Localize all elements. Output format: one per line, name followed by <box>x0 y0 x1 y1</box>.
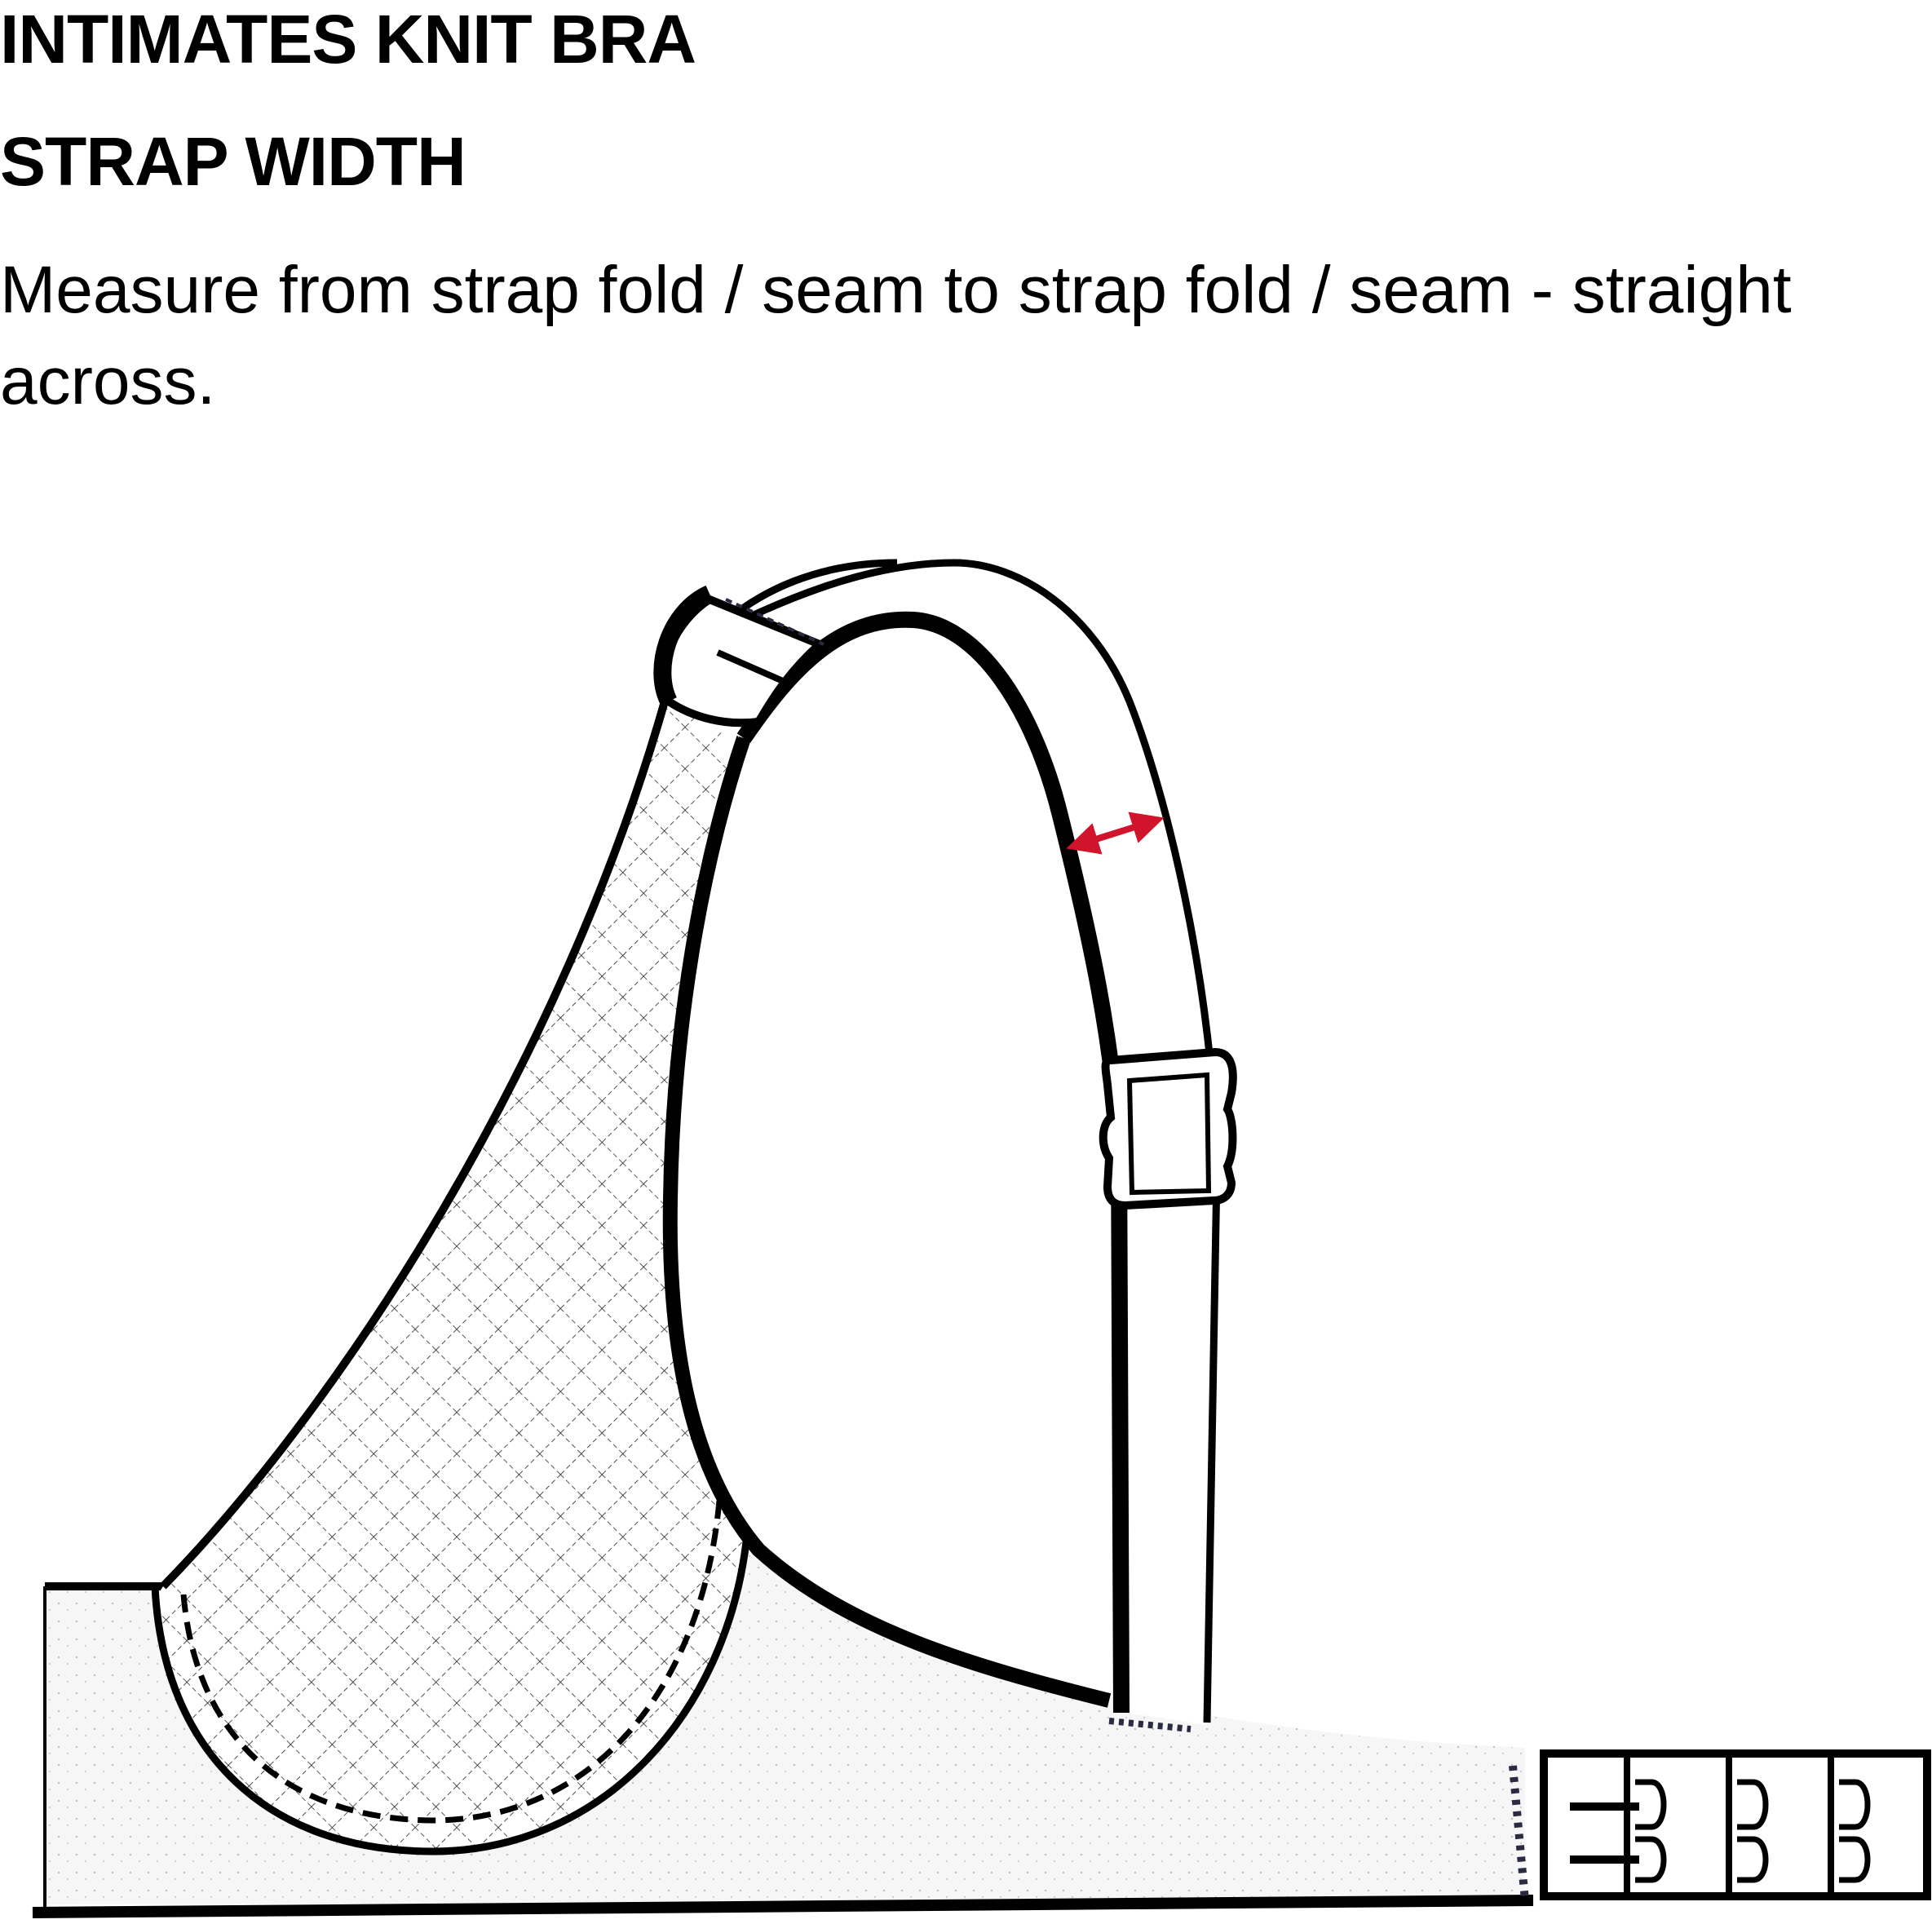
bra-band <box>32 1541 1534 1918</box>
measurement-instruction: Measure from strap fold / seam to strap … <box>0 253 1792 418</box>
strap-slider-icon <box>1099 1047 1237 1210</box>
strap-width-measure-arrow <box>1066 812 1165 855</box>
bra-cup <box>151 700 750 1855</box>
neckline-edge <box>662 736 1112 1708</box>
diagram-title: INTIMATES KNIT BRA <box>0 1 696 77</box>
measurement-name: STRAP WIDTH <box>0 123 466 200</box>
hook-eye-closure-icon <box>1509 1749 1931 1901</box>
strap-fold-tab <box>653 585 828 728</box>
